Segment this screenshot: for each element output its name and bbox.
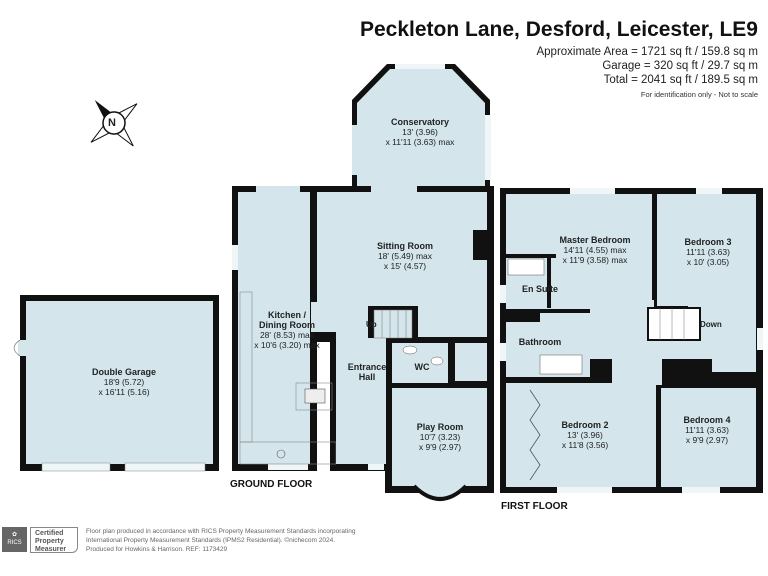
room-name: Dining Room (259, 320, 315, 330)
certified-badge: Certified Property Measurer (30, 527, 78, 553)
area-summary: Approximate Area = 1721 sq ft / 159.8 sq… (536, 45, 758, 87)
room-dims: x 11'9 (3.58) max (562, 255, 628, 265)
room-bedroom-4: Bedroom 4 11'11 (3.63) x 9'9 (2.97) (683, 415, 730, 445)
rics-logo: ✿RICS (2, 527, 27, 552)
rics-text: RICS (7, 540, 22, 546)
room-bathroom: Bathroom (519, 337, 562, 347)
room-dims: 14'11 (4.55) max (563, 245, 627, 255)
room-name: WC (414, 362, 430, 372)
total-area: Total = 2041 sq ft / 189.5 sq m (603, 74, 758, 86)
badge-line: Measurer (35, 546, 67, 553)
room-name: Master Bedroom (559, 235, 631, 245)
room-name: Conservatory (390, 117, 450, 127)
room-dims: 11'11 (3.63) (686, 247, 730, 257)
room-dims: 28' (8.53) max (259, 330, 315, 340)
room-name: Bedroom 4 (683, 415, 731, 425)
room-en-suite: En Suite (522, 284, 558, 294)
approx-area: Approximate Area = 1721 sq ft / 159.8 sq… (536, 46, 758, 58)
room-dims: x 9'9 (2.97) (685, 435, 729, 445)
room-bedroom-3: Bedroom 3 11'11 (3.63) x 10' (3.05) (684, 237, 731, 267)
first-floor (500, 188, 763, 493)
room-name: Double Garage (91, 367, 157, 377)
room-dims: x 16'11 (5.16) (98, 387, 150, 397)
room-dims: 13' (3.96) (567, 430, 603, 440)
room-kitchen-dining: Kitchen / Dining Room 28' (8.53) max x 1… (254, 310, 319, 350)
room-wc: WC (415, 362, 430, 372)
scale-note: For identification only - Not to scale (640, 90, 758, 99)
room-dims: x 10' (3.05) (686, 257, 730, 267)
room-dims: 18'9 (5.72) (103, 377, 145, 387)
room-dims: x 15' (4.57) (383, 261, 427, 271)
footer-line: Floor plan produced in accordance with R… (86, 528, 356, 535)
room-conservatory: Conservatory 13' (3.96) x 11'11 (3.63) m… (386, 117, 455, 147)
garage (13, 295, 219, 472)
room-master-bedroom: Master Bedroom 14'11 (4.55) max x 11'9 (… (559, 235, 630, 265)
room-dims: 11'11 (3.63) (685, 425, 729, 435)
stairs-up-label: Up (366, 320, 377, 329)
ground-floor-label: GROUND FLOOR (230, 479, 313, 490)
room-name: Kitchen / (267, 310, 306, 320)
room-name: Hall (358, 372, 376, 382)
room-name: Bathroom (518, 337, 562, 347)
conservatory (352, 64, 491, 192)
room-dims: 18' (5.49) max (377, 251, 433, 261)
north-compass-icon (90, 100, 138, 147)
room-name: Play Room (416, 422, 464, 432)
first-floor-label: FIRST FLOOR (501, 501, 568, 512)
garage-area: Garage = 320 sq ft / 29.7 sq m (602, 60, 758, 72)
stairs-down-label: Down (700, 320, 722, 329)
room-dims: x 9'9 (2.97) (418, 442, 462, 452)
property-title: Peckleton Lane, Desford, Leicester, LE9 (360, 18, 758, 41)
room-double-garage: Double Garage 18'9 (5.72) x 16'11 (5.16) (92, 367, 156, 397)
room-dims: x 11'8 (3.56) (561, 440, 609, 450)
ground-floor (232, 186, 494, 501)
room-dims: x 11'11 (3.63) max (385, 137, 455, 147)
room-bedroom-2: Bedroom 2 13' (3.96) x 11'8 (3.56) (561, 420, 608, 450)
footer-line: Produced for Howkins & Harrison. REF: 11… (86, 546, 228, 553)
room-name: Entrance (347, 362, 387, 372)
room-name: Bedroom 2 (561, 420, 609, 430)
room-entrance-hall: Entrance Hall (348, 362, 387, 382)
footer-text: Floor plan produced in accordance with R… (86, 527, 356, 554)
room-name: En Suite (521, 284, 559, 294)
footer-line: International Property Measurement Stand… (86, 537, 336, 544)
compass-label: N (108, 117, 116, 129)
room-name: Bedroom 3 (684, 237, 732, 247)
room-play-room: Play Room 10'7 (3.23) x 9'9 (2.97) (417, 422, 464, 452)
room-dims: 13' (3.96) (402, 127, 438, 137)
room-dims: x 10'6 (3.20) max (254, 340, 320, 350)
badge-line: Property (35, 538, 64, 545)
room-dims: 10'7 (3.23) (419, 432, 461, 442)
room-name: Sitting Room (377, 241, 433, 251)
room-sitting-room: Sitting Room 18' (5.49) max x 15' (4.57) (377, 241, 433, 271)
badge-line: Certified (35, 530, 64, 537)
